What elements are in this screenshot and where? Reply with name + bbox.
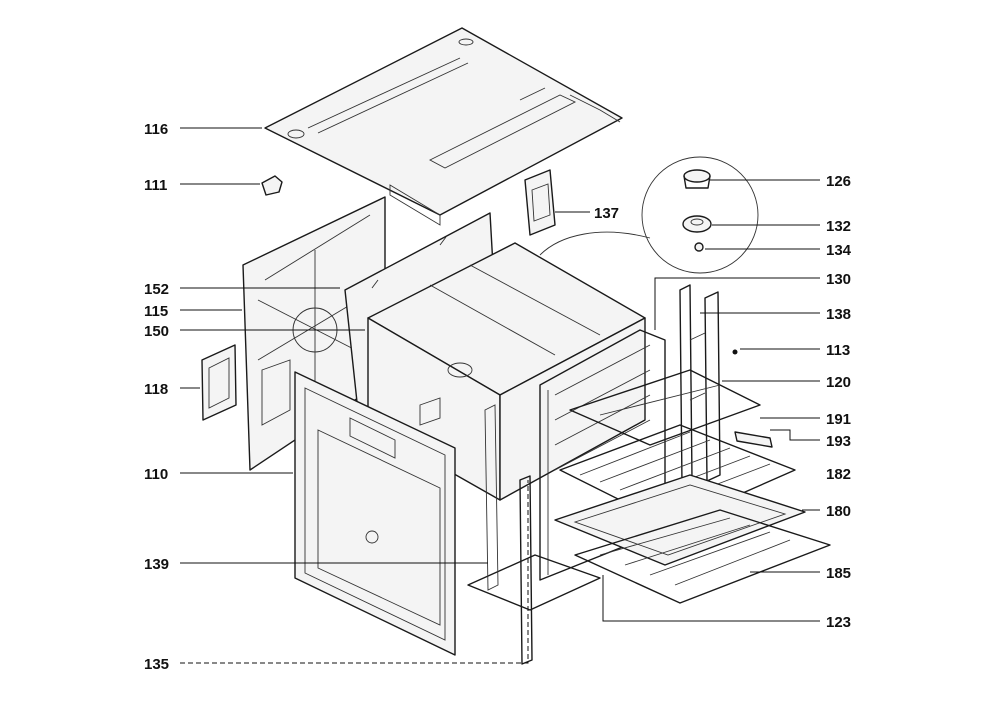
clip-part bbox=[261, 175, 283, 196]
label-152: 152 bbox=[144, 281, 169, 298]
bottom-frame bbox=[467, 404, 601, 611]
oven-door bbox=[294, 371, 456, 656]
label-126: 126 bbox=[826, 173, 851, 190]
label-139: 139 bbox=[144, 556, 169, 573]
label-137: 137 bbox=[594, 205, 619, 222]
oven-muffle-frame bbox=[539, 329, 666, 581]
label-185: 185 bbox=[826, 565, 851, 582]
label-193: 193 bbox=[826, 433, 851, 450]
lamp-assembly-callout bbox=[539, 156, 759, 274]
label-115: 115 bbox=[144, 303, 168, 320]
label-116: 116 bbox=[144, 121, 168, 138]
screw-dot bbox=[732, 349, 738, 355]
label-182: 182 bbox=[826, 466, 851, 483]
label-130: 130 bbox=[826, 271, 851, 288]
label-180: 180 bbox=[826, 503, 851, 520]
label-111: 111 bbox=[144, 177, 167, 194]
label-135: 135 bbox=[144, 656, 169, 673]
side-rail-set bbox=[679, 284, 721, 486]
leader-lines bbox=[180, 127, 820, 664]
label-118: 118 bbox=[144, 381, 168, 398]
grill-element bbox=[569, 369, 773, 448]
top-cover-panel bbox=[264, 27, 623, 226]
label-191: 191 bbox=[826, 411, 851, 428]
label-110: 110 bbox=[144, 466, 168, 483]
label-150: 150 bbox=[144, 323, 169, 340]
label-132: 132 bbox=[826, 218, 851, 235]
door-seal-strip bbox=[519, 475, 533, 665]
label-138: 138 bbox=[826, 306, 851, 323]
grill-pan bbox=[574, 509, 831, 604]
hinge-bracket bbox=[524, 169, 556, 236]
label-123: 123 bbox=[826, 614, 851, 631]
baking-tray bbox=[554, 474, 806, 566]
control-module bbox=[201, 344, 237, 421]
label-120: 120 bbox=[826, 374, 851, 391]
label-134: 134 bbox=[826, 242, 852, 259]
label-113: 113 bbox=[826, 342, 850, 359]
